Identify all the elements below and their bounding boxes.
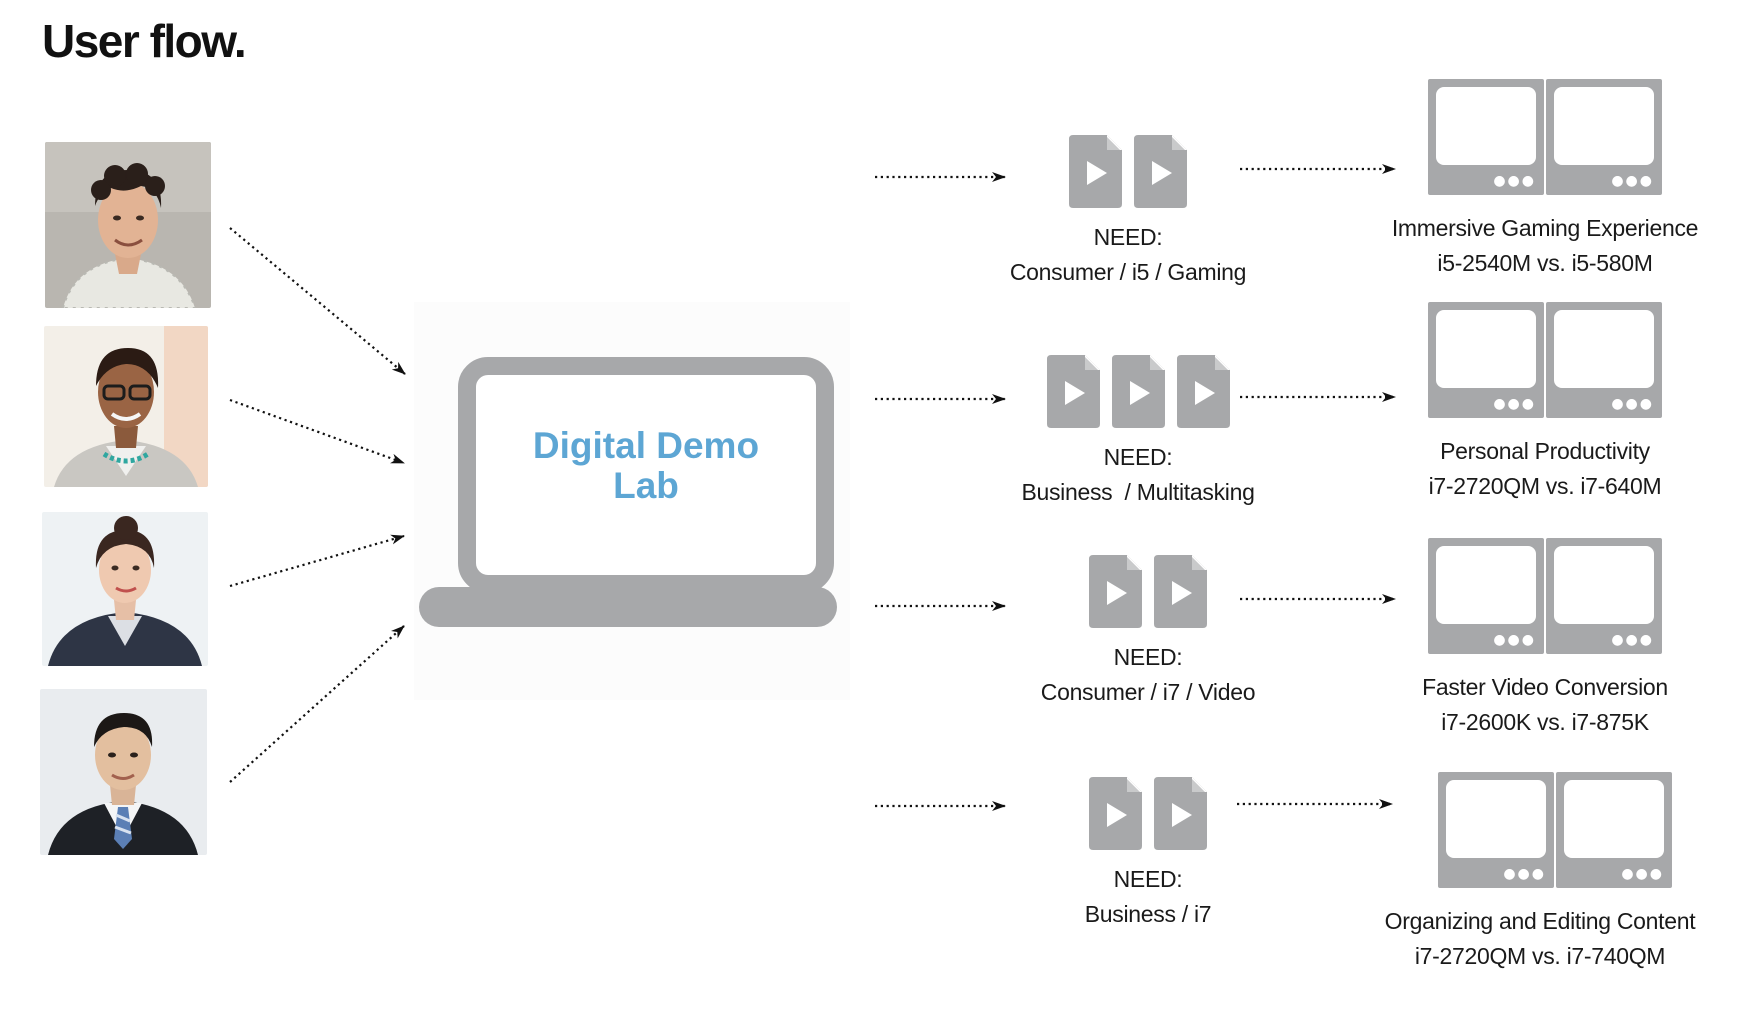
user-photo-businessman [40, 689, 207, 855]
outcome-title: Organizing and Editing Content [1384, 908, 1696, 934]
arrow-user1-to-lab [229, 227, 406, 375]
outcome-group: ●●● ●●● Organizing and Editing Content i… [1345, 772, 1735, 974]
page-title: User flow. [42, 15, 247, 67]
outcome-group: ●●● ●●● Immersive Gaming Experience i5-2… [1360, 79, 1730, 281]
video-icons [1018, 777, 1278, 850]
need-detail: Business / Multitasking [1021, 479, 1255, 505]
need-label: NEED: [1093, 224, 1163, 250]
need-label: NEED: [1113, 866, 1183, 892]
video-file-icon [1154, 777, 1207, 850]
video-file-icon [1154, 555, 1207, 628]
video-file-icon [1134, 135, 1187, 208]
outcome-title: Personal Productivity [1440, 438, 1650, 464]
laptop-base-icon [419, 587, 837, 627]
lab-label-line1: Digital Demo [532, 425, 760, 466]
video-icons [998, 135, 1258, 208]
outcome-comparison: i7-2720QM vs. i7-740QM [1414, 943, 1666, 969]
video-file-icon [1089, 777, 1142, 850]
lab-label-line2: Lab [613, 465, 679, 506]
need-label: NEED: [1113, 644, 1183, 670]
video-file-icon [1069, 135, 1122, 208]
need-label: NEED: [1103, 444, 1173, 470]
video-file-icon [1046, 355, 1100, 428]
outcome-title: Faster Video Conversion [1422, 674, 1668, 700]
need-detail: Consumer / i5 / Gaming [1009, 259, 1247, 285]
dual-monitor-icon: ●●● ●●● [1438, 772, 1672, 888]
need-detail: Business / i7 [1084, 901, 1212, 927]
need-group: NEED: Business / i7 [1018, 777, 1278, 932]
outcome-title: Immersive Gaming Experience [1391, 215, 1699, 241]
dual-monitor-icon: ●●● ●●● [1428, 538, 1662, 654]
dual-monitor-icon: ●●● ●●● [1428, 302, 1662, 418]
need-group: NEED: Consumer / i7 / Video [1018, 555, 1278, 710]
outcome-group: ●●● ●●● Faster Video Conversion i7-2600K… [1360, 538, 1730, 740]
need-group: NEED: Business / Multitasking [998, 355, 1278, 510]
arrow-user4-to-lab [229, 625, 405, 783]
video-icons [1018, 555, 1278, 628]
arrow-user3-to-lab [229, 534, 405, 588]
need-detail: Consumer / i7 / Video [1040, 679, 1256, 705]
video-file-icon [1176, 355, 1230, 428]
outcome-group: ●●● ●●● Personal Productivity i7-2720QM … [1360, 302, 1730, 504]
dual-monitor-icon: ●●● ●●● [1428, 79, 1662, 195]
user-photo-businesswoman-glasses [44, 326, 208, 487]
video-file-icon [1089, 555, 1142, 628]
video-icons [998, 355, 1278, 428]
outcome-comparison: i7-2720QM vs. i7-640M [1428, 473, 1662, 499]
need-group: NEED: Consumer / i5 / Gaming [998, 135, 1258, 290]
arrow-user2-to-lab [229, 398, 405, 465]
video-file-icon [1111, 355, 1165, 428]
user-photo-young-man [45, 142, 211, 308]
outcome-comparison: i5-2540M vs. i5-580M [1437, 250, 1653, 276]
outcome-comparison: i7-2600K vs. i7-875K [1441, 709, 1649, 735]
user-photo-businesswoman [42, 512, 208, 666]
digital-demo-lab-label: Digital Demo Lab [476, 426, 816, 506]
